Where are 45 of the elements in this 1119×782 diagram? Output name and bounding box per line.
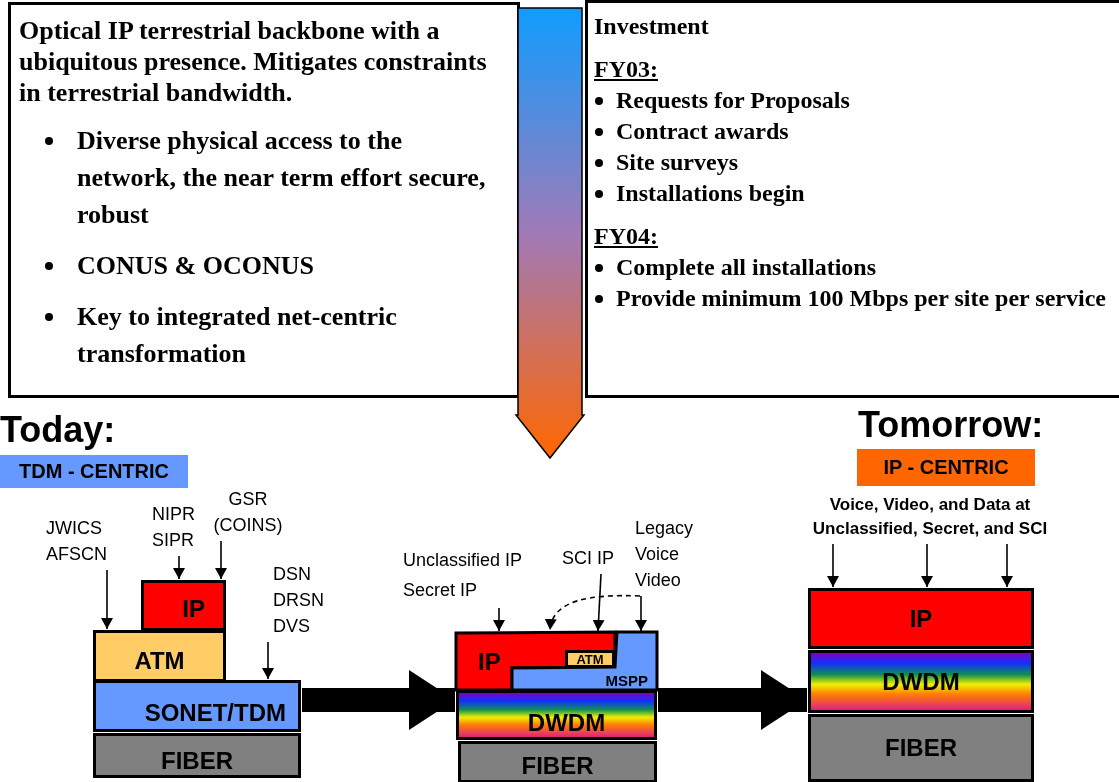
arrow <box>592 573 605 632</box>
network-label: Unclassified IP Secret IP <box>403 545 553 605</box>
fiber-layer: FIBER <box>93 733 301 778</box>
block-arrow <box>658 670 807 730</box>
fiber-layer: FIBER <box>808 714 1034 782</box>
arrow <box>827 543 839 588</box>
protocol-layer: IP <box>141 580 226 631</box>
dwdm-layer: DWDM <box>456 690 657 740</box>
network-label: DSN DRSN DVS <box>273 561 343 639</box>
section-heading: Investment <box>594 12 710 41</box>
bullet-item: Requests for Proposals <box>616 87 850 113</box>
protocol-layer: ATM <box>93 630 226 682</box>
arrow <box>635 595 647 632</box>
text-panel <box>585 0 1119 398</box>
network-label: JWICS AFSCN <box>46 515 126 567</box>
arrow <box>1001 543 1013 588</box>
block-arrow <box>302 670 455 730</box>
section-title: Tomorrow: <box>858 405 1044 445</box>
description-text: Optical IP terrestrial backbone with a ubiquitous presence. Mitigates constraints in terrestrial bandwidth. <box>19 15 488 108</box>
year-heading: FY04: <box>594 222 659 251</box>
network-label: SCI IP <box>562 545 632 571</box>
arrow <box>173 555 185 580</box>
bullet-item: Site surveys <box>616 149 738 175</box>
category-tag: IP - CENTRIC <box>857 449 1035 486</box>
bullet-item: Contract awards <box>616 118 789 144</box>
arrow <box>262 641 274 680</box>
network-label: Voice, Video, and Data at Unclassified, Secret, and SCI <box>785 493 1075 541</box>
arrow <box>101 569 113 630</box>
network-label: Legacy Voice Video <box>635 515 705 593</box>
bullet-item: Complete all installations <box>616 254 876 280</box>
transport-layer: SONET/TDM <box>93 680 301 732</box>
year-heading: FY03: <box>594 55 659 84</box>
fiber-layer: FIBER <box>458 741 657 782</box>
section-title: Today: <box>0 410 116 450</box>
arrow <box>215 540 227 580</box>
bullet-item: Diverse physical access to the network, the near term effort secure, robust <box>77 126 486 229</box>
arrow <box>493 607 505 632</box>
arrow <box>546 594 641 631</box>
bullet-item: CONUS & OCONUS <box>77 251 314 280</box>
bullet-item: Key to integrated net-centric transformation <box>77 302 397 368</box>
arrow <box>921 543 933 588</box>
category-tag: TDM - CENTRIC <box>0 455 188 488</box>
bullet-item: Provide minimum 100 Mbps per site per service <box>616 285 1106 311</box>
bullet-item: Installations begin <box>616 180 805 206</box>
protocol-layer: IP <box>808 588 1034 649</box>
